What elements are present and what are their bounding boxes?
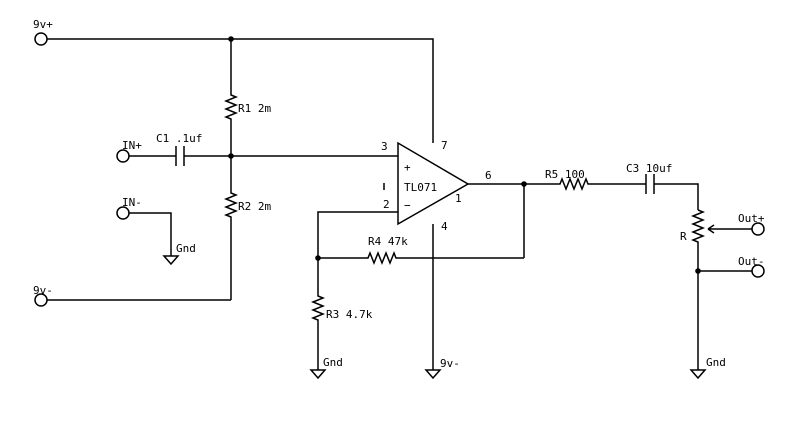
pin-4-label: 4 [441,220,448,233]
supply-9v-neg-label: 9v- [440,357,460,370]
terminal-9v-pos[interactable] [34,32,48,46]
terminal-out-neg-label: Out- [738,255,765,268]
wire-9v-rail [47,38,434,143]
terminal-9v-neg-label: 9v- [33,284,53,297]
terminal-out-neg[interactable] [751,264,765,278]
wire-pin4-to-9v-neg [424,224,442,380]
pin-2-label: 2 [383,198,390,211]
opamp-minus: − [404,199,411,212]
c1-label: C1 .1uf [156,132,202,145]
capacitor-c1 [129,146,231,166]
r4-label: R4 47k [368,235,408,248]
ground-label-1: Gnd [176,242,196,255]
resistor-r3 [309,258,327,380]
ground-label-2: Gnd [323,356,343,369]
terminal-out-pos[interactable] [751,222,765,236]
opamp-name: TL071 [404,181,437,194]
resistor-r4 [318,250,524,266]
resistor-r5 [524,176,646,192]
terminal-out-pos-label: Out+ [738,212,765,225]
c3-label: C3 10uf [626,162,672,175]
opamp-plus: + [404,161,411,174]
resistor-r2 [223,156,239,300]
capacitor-c3 [645,174,699,210]
wire-pin2 [317,211,398,258]
pot-label: R [680,230,687,243]
pin-7-label: 7 [441,139,448,152]
resistor-r1 [223,39,239,156]
r1-label: R1 2m [238,102,271,115]
pin-6-label: 6 [485,169,492,182]
pin-1-label: 1 [455,192,462,205]
pin-3-label: 3 [381,140,388,153]
terminal-9v-pos-label: 9v+ [33,18,53,31]
r3-label: R3 4.7k [326,308,373,321]
ground-label-3: Gnd [706,356,726,369]
opamp-tl071 [397,141,470,226]
r2-label: R2 2m [238,200,271,213]
ground-output [689,369,707,380]
ground-in-neg [129,212,180,266]
terminal-in-pos-label: IN+ [122,139,142,152]
terminal-in-neg-label: IN- [122,196,142,209]
pot-wiper [707,224,752,234]
r5-label: R5 100 [545,168,585,181]
potentiometer-r [690,209,706,370]
